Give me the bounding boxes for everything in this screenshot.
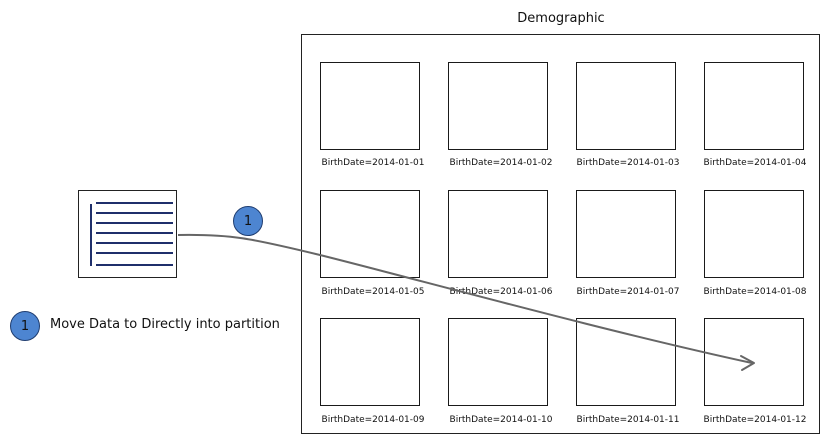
- partition-label: BirthDate=2014-01-02: [449, 158, 553, 168]
- partition-box: [576, 62, 676, 150]
- partition-box: [448, 190, 548, 278]
- partition-box: [320, 62, 420, 150]
- legend-text: Move Data to Directly into partition: [50, 317, 280, 332]
- partition-label: BirthDate=2014-01-06: [449, 287, 553, 297]
- partition-label: BirthDate=2014-01-09: [321, 415, 425, 425]
- partition-label: BirthDate=2014-01-01: [321, 158, 425, 168]
- partition-label: BirthDate=2014-01-11: [576, 415, 680, 425]
- partition-box: [320, 318, 420, 406]
- partition-box: [448, 318, 548, 406]
- source-file-icon: [78, 190, 177, 278]
- partition-label: BirthDate=2014-01-12: [703, 415, 807, 425]
- partition-label: BirthDate=2014-01-07: [576, 287, 680, 297]
- partition-box: [704, 190, 804, 278]
- partition-label: BirthDate=2014-01-10: [449, 415, 553, 425]
- partition-label: BirthDate=2014-01-08: [703, 287, 807, 297]
- step-number-badge: 1: [233, 206, 263, 236]
- partition-box: [704, 318, 804, 406]
- partition-label: BirthDate=2014-01-03: [576, 158, 680, 168]
- legend-number-badge: 1: [10, 311, 40, 341]
- partition-box: [448, 62, 548, 150]
- partition-box: [576, 190, 676, 278]
- partition-label: BirthDate=2014-01-05: [321, 287, 425, 297]
- diagram-title: Demographic: [517, 11, 605, 26]
- partition-box: [576, 318, 676, 406]
- partition-box: [704, 62, 804, 150]
- partition-box: [320, 190, 420, 278]
- partition-label: BirthDate=2014-01-04: [703, 158, 807, 168]
